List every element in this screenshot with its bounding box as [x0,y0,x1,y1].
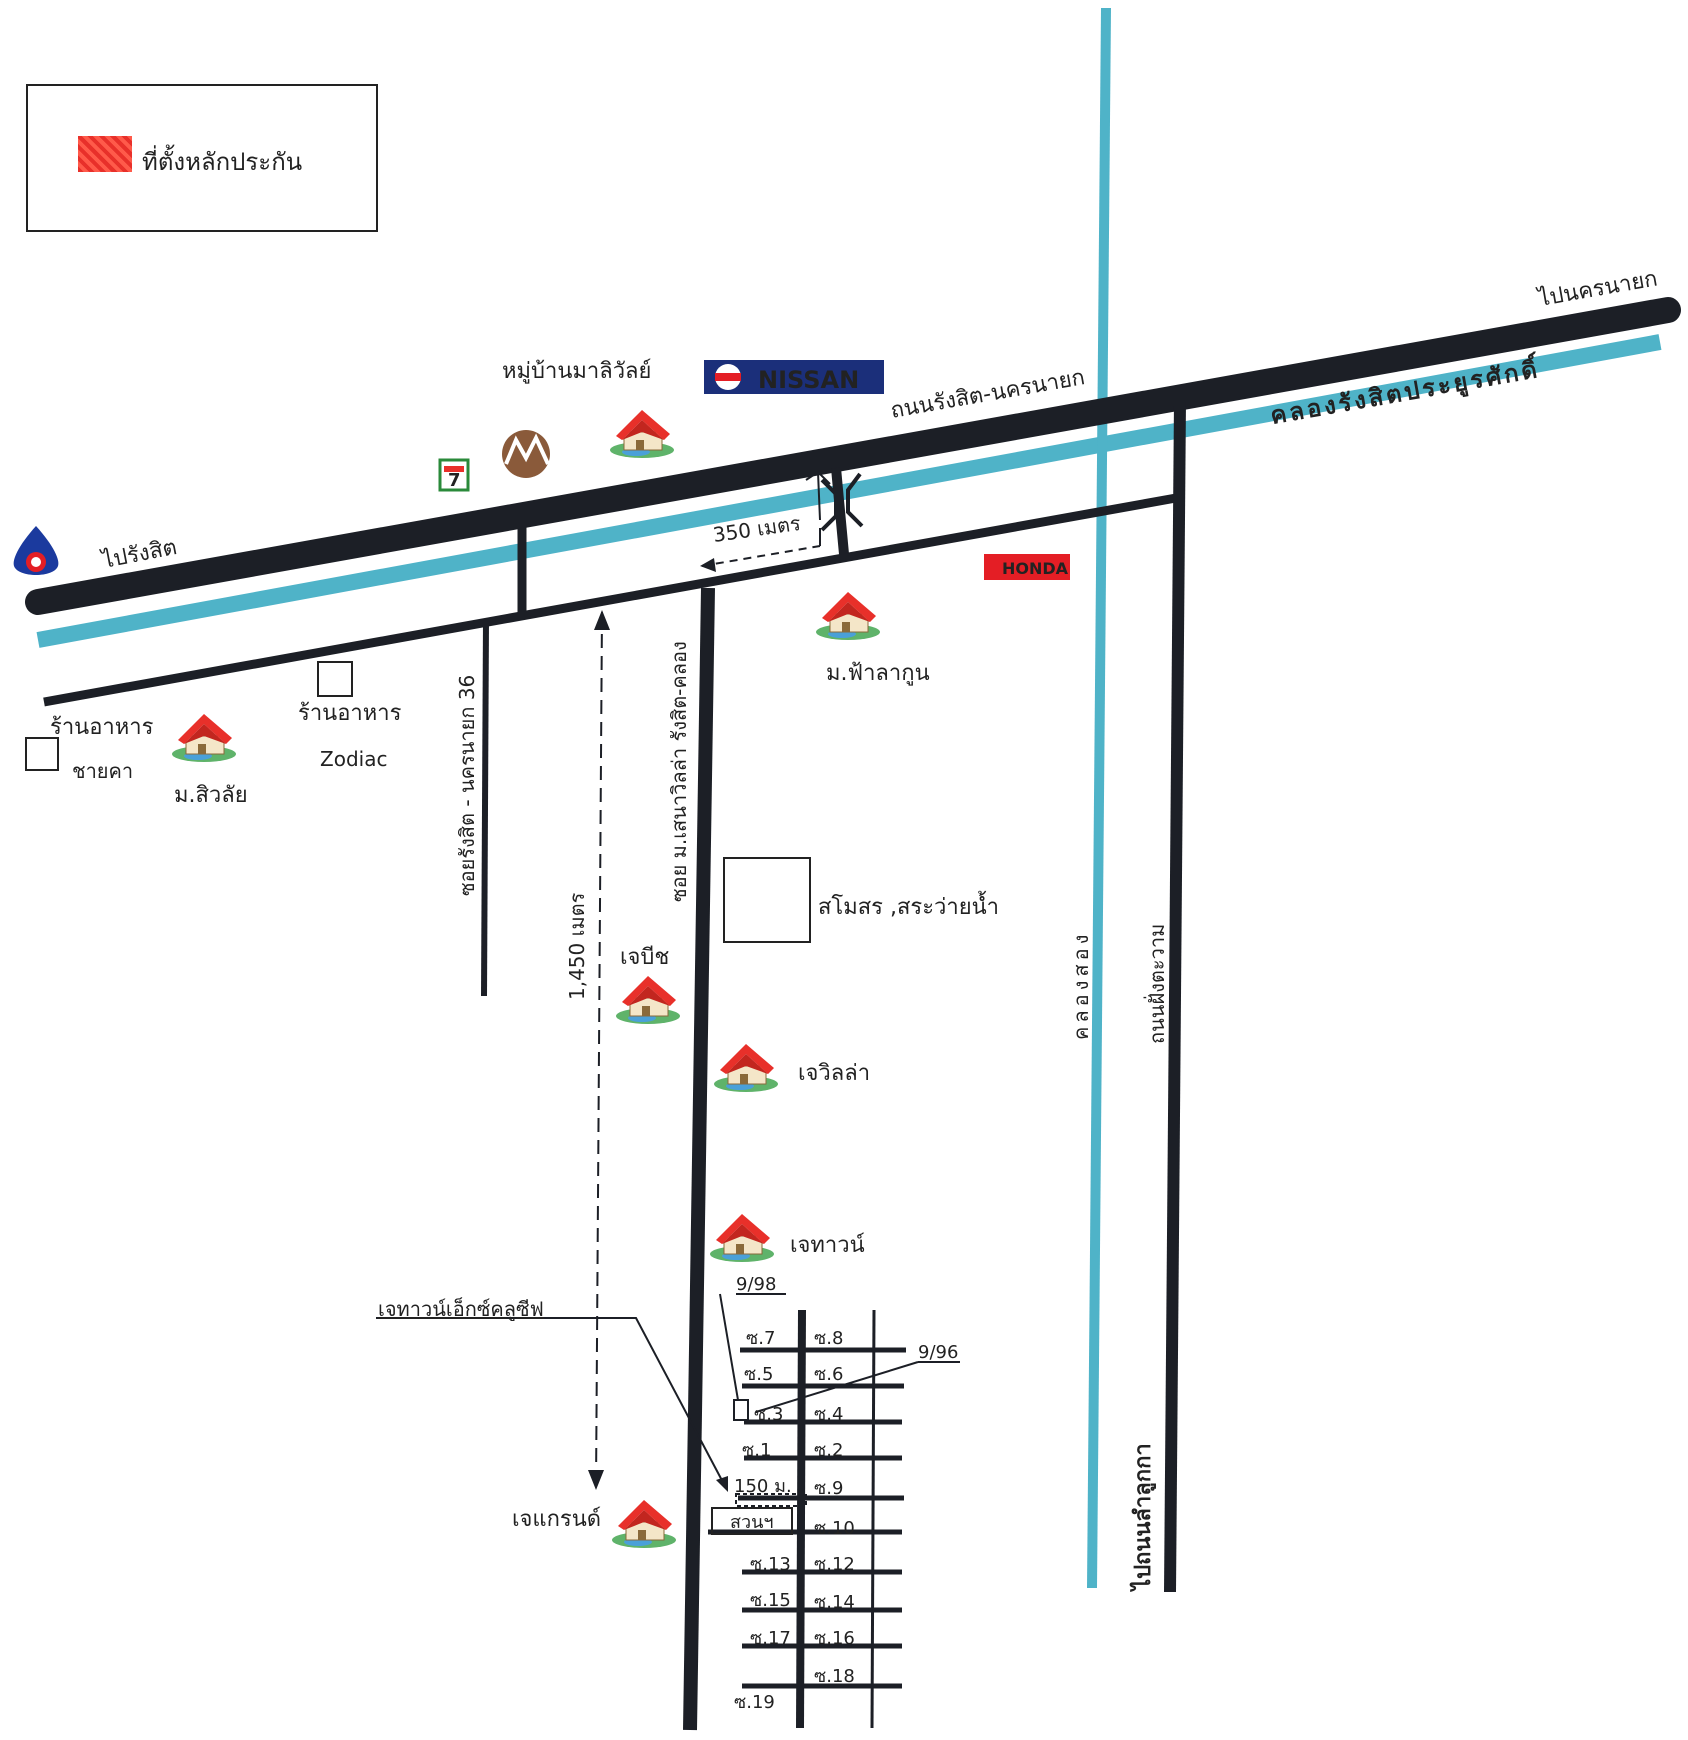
svg-text:ซ.17: ซ.17 [750,1628,791,1649]
label-plot-9-98: 9/98 [736,1274,776,1295]
main-road [25,297,1681,615]
svg-text:ซ.1: ซ.1 [742,1440,771,1461]
arrow-down [588,1470,604,1490]
label-club: สโมสร ,สระว่ายน้ำ [818,891,999,920]
label-maliwan: หมู่บ้านมาลิวัลย์ [502,359,651,384]
label-jbeach: เจบีช [620,945,669,970]
house-icon-fahlagoon [815,591,881,641]
legend-label: ที่ตั้งหลักประกัน [142,148,303,176]
label-restaurant-chaika-1: ร้านอาหาร [50,715,154,740]
house-icon-siwalai [171,713,237,763]
collateral-plot-9-98 [733,1399,749,1421]
pointer-arrowhead [716,1476,728,1492]
seven-eleven-icon: 7 [438,458,470,492]
fai-kwam-road [1164,399,1186,1593]
label-restaurant-zodiac-1: ร้านอาหาร [298,701,402,726]
svg-text:ซ.9: ซ.9 [814,1478,843,1499]
svg-text:ซ.14: ซ.14 [814,1592,855,1613]
bridge-bracket-right [846,472,864,528]
soi-36-road [481,619,489,997]
label-plot-9-96: 9/96 [918,1342,958,1363]
label-soi-sena-villa: ซอย ม.เสนาวิลล่า รังสิต-คลอง [667,641,691,902]
soi-sena-villa-road [683,587,715,1731]
label-soi-36: ซอยรังสิต - นครนายก 36 [455,675,479,896]
house-icon-maliwan [609,409,675,459]
pointer-jtown-exclusive [376,1317,727,1489]
svg-text:ซ.4: ซ.4 [814,1404,843,1425]
bridge-bracket-left [820,478,838,532]
garden-marker [711,1507,793,1535]
legend: ที่ตั้งหลักประกัน [26,84,378,232]
label-khlong-song: คลองสอง [1069,931,1093,1040]
svg-text:7: 7 [448,470,461,491]
house-icon-jtown [709,1213,775,1263]
nissan-logo: NISSAN [704,360,884,394]
restaurant-zodiac-marker [317,661,353,697]
honda-logo: HONDA [984,554,1070,580]
club-marker [723,857,811,943]
svg-text:ซ.13: ซ.13 [750,1554,791,1575]
house-icon-jvilla [713,1043,779,1093]
mountain-logo-icon [502,430,550,478]
label-to-lamlukka: ไปถนนลำลูกกา [1129,1443,1157,1592]
pointer-9-96 [755,1361,960,1413]
svg-text:ซ.18: ซ.18 [814,1666,855,1687]
arrow-up [594,610,610,630]
fuel-station-icon [13,526,59,575]
distance-350-line [701,545,821,567]
restaurant-chaika-marker [25,737,59,771]
soi-lines [708,1347,906,1689]
uturn-bridge [831,467,849,555]
label-distance-1450: 1,450 เมตร [565,892,589,1000]
label-fai-kwam: ถนนฝั่งตะวาม [1143,924,1169,1044]
frontage-road [43,493,1177,707]
svg-text:ซ.6: ซ.6 [814,1364,843,1385]
svg-text:ซ.12: ซ.12 [814,1554,855,1575]
label-restaurant-chaika-2: ชายคา [72,759,133,783]
label-distance-150: 150 ม. [734,1476,792,1497]
label-restaurant-zodiac-2: Zodiac [320,747,387,771]
svg-text:ซ.5: ซ.5 [744,1364,773,1385]
soi-labels: ซ.7 ซ.8 ซ.5 ซ.6 ซ.3 ซ.4 ซ.1 ซ.2 ซ.9 ซ.10… [734,1328,855,1713]
collateral-150m-box [735,1493,807,1507]
grid-road-a [796,1309,806,1729]
svg-text:ซ.8: ซ.8 [814,1328,843,1349]
label-garden: สวนฯ [730,1512,774,1533]
svg-text:ซ.3: ซ.3 [754,1404,783,1425]
label-fahlagoon: ม.ฟ้าลากูน [826,661,930,686]
label-jtown-exclusive: เจทาวน์เอ็กซ์คลูซีฟ [378,1296,544,1322]
svg-text:ซ.19: ซ.19 [734,1692,775,1713]
label-siwalai: ม.สิวลัย [174,783,248,808]
svg-text:ซ.16: ซ.16 [814,1628,855,1649]
svg-text:ซ.15: ซ.15 [750,1590,791,1611]
pointer-9-98 [719,1293,786,1401]
uturn-arrow [805,470,831,521]
svg-text:NISSAN: NISSAN [758,366,859,394]
label-jtown: เจทาวน์ [790,1233,865,1258]
house-icon-jbeach [615,975,681,1025]
svg-text:ซ.2: ซ.2 [814,1440,843,1461]
label-jvilla: เจวิลล่า [798,1061,870,1086]
grid-road-b [870,1309,876,1729]
house-icon-jgrand [611,1499,677,1549]
khlong-song-canal [1087,7,1111,1589]
arrow-left-350 [700,558,716,572]
label-jgrand: เจแกรนด์ [512,1507,601,1532]
svg-text:HONDA: HONDA [1002,559,1069,578]
distance-1450-line [595,611,603,1489]
svg-text:ซ.7: ซ.7 [746,1328,775,1349]
legend-collateral-swatch [78,136,132,172]
svg-text:ซ.10: ซ.10 [814,1518,855,1539]
